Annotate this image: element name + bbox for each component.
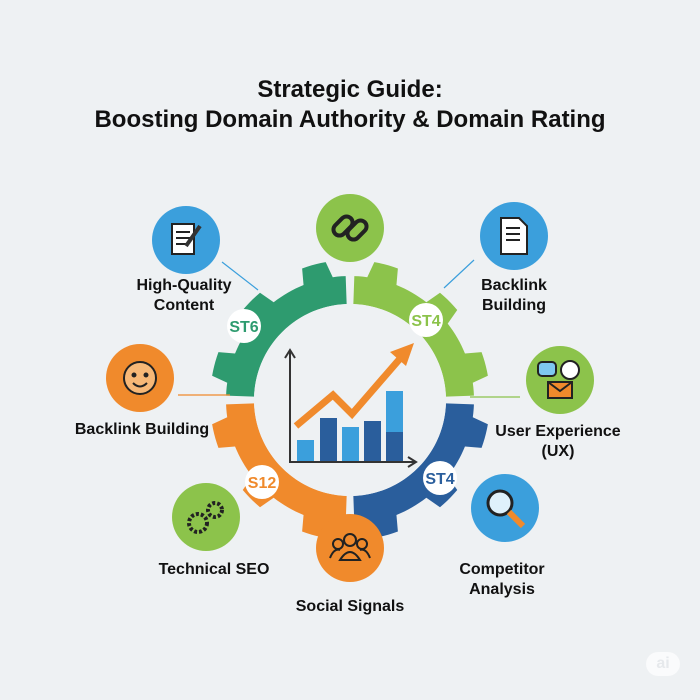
document-icon <box>480 202 548 270</box>
magnifier-icon <box>471 474 539 542</box>
icon-glyph <box>506 509 526 529</box>
chart-bar <box>342 427 359 461</box>
title-line-2: Boosting Domain Authority & Domain Ratin… <box>94 106 606 133</box>
icon-glyph <box>131 372 137 378</box>
growth-chart-icon <box>284 343 418 468</box>
chain-link-icon <box>316 194 384 262</box>
icon-glyph <box>560 360 580 380</box>
icon-glyph <box>537 361 557 377</box>
gear-badge-label: ST4 <box>425 471 454 488</box>
icon-glyph <box>187 512 209 534</box>
icon-glyph <box>547 381 573 393</box>
connector-line <box>443 259 475 289</box>
icon-glyph <box>143 372 149 378</box>
icon-circle <box>316 514 384 582</box>
icon-glyph <box>506 227 520 241</box>
icon-glyph <box>176 231 190 245</box>
gear-badge-label: ST6 <box>229 319 258 336</box>
chat-user-icon <box>526 346 594 414</box>
trend-arrow-head <box>390 343 414 366</box>
chart-axes <box>289 352 415 463</box>
chart-bar <box>386 432 403 461</box>
gear-badge <box>245 465 279 499</box>
chart-arrowheads <box>284 348 418 468</box>
icon-glyph <box>486 489 514 517</box>
gear-segment <box>212 403 347 538</box>
document-pen-icon <box>152 206 220 274</box>
gear-badge-label: S12 <box>248 475 277 492</box>
icon-glyph <box>206 501 224 519</box>
chart-bar <box>320 418 337 461</box>
gear-badge-label: ST4 <box>411 313 440 330</box>
icon-glyph <box>345 218 369 242</box>
icon-glyph <box>329 548 371 561</box>
title-line-1: Strategic Guide: <box>257 76 443 103</box>
gear-badge <box>423 461 457 495</box>
label-social-signals: Social Signals <box>295 598 405 615</box>
smiley-face-icon <box>106 344 174 412</box>
connector-line <box>221 261 259 291</box>
icon-glyph <box>184 224 202 248</box>
chart-bar <box>297 440 314 461</box>
label-competitor-analysis: Competitor Analysis <box>459 561 545 598</box>
watermark-logo: ai <box>646 652 680 676</box>
gear-badge <box>409 303 443 337</box>
gear-segment <box>212 262 347 397</box>
label-high-quality-content: High-Quality Content <box>136 277 232 314</box>
icon-glyph <box>343 533 357 547</box>
chart-bar <box>364 421 381 461</box>
icon-circle <box>526 346 594 414</box>
icon-glyph <box>500 217 528 255</box>
gear-badge <box>227 309 261 343</box>
people-icon <box>316 514 384 582</box>
trend-arrow <box>293 351 407 429</box>
label-user-experience: User Experience (UX) <box>495 423 621 460</box>
icon-glyph <box>132 382 148 388</box>
gear-segment <box>353 403 488 538</box>
label-backlink-building-left: Backlink Building <box>74 421 210 438</box>
gears-icon <box>172 483 240 551</box>
icon-glyph <box>123 361 157 395</box>
label-technical-seo: Technical SEO <box>158 561 270 578</box>
label-backlink-building-right: Backlink Building <box>481 277 547 314</box>
